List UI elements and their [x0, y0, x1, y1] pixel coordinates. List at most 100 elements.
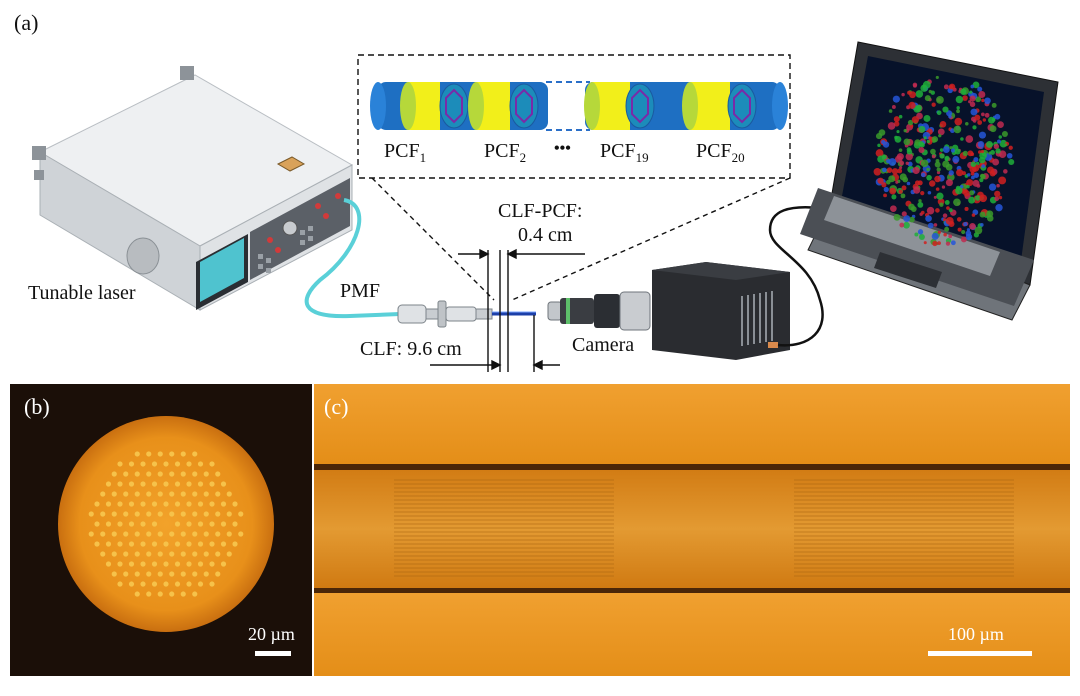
air-hole [140, 561, 146, 567]
air-hole [134, 471, 140, 477]
zoom-lines [371, 177, 791, 301]
air-hole [186, 481, 192, 487]
air-hole [146, 511, 152, 517]
air-hole [146, 551, 152, 557]
air-hole [128, 541, 135, 547]
air-hole [238, 531, 244, 537]
air-hole [134, 571, 140, 577]
clf-length-label: CLF: 9.6 cm [360, 338, 462, 360]
air-hole [134, 551, 140, 557]
air-hole [94, 541, 100, 547]
air-hole [169, 531, 175, 537]
dimension-lines [430, 248, 585, 372]
air-hole [163, 541, 169, 547]
air-hole [232, 541, 238, 547]
air-hole [157, 571, 163, 577]
air-hole [192, 531, 198, 537]
air-hole [146, 491, 152, 497]
air-hole [174, 581, 181, 587]
air-hole [174, 561, 181, 567]
air-hole [151, 561, 158, 567]
air-hole [128, 561, 135, 567]
air-hole [226, 551, 232, 557]
air-hole [192, 451, 198, 457]
air-hole [123, 491, 129, 497]
air-hole [169, 571, 175, 577]
air-hole [134, 591, 140, 597]
air-hole [209, 521, 215, 527]
air-hole [220, 521, 227, 527]
air-hole [226, 511, 232, 517]
air-hole [215, 531, 221, 537]
air-hole-lattice [88, 451, 244, 597]
air-hole [151, 461, 158, 467]
air-hole [100, 551, 106, 557]
air-hole [117, 581, 123, 587]
air-hole [174, 461, 181, 467]
air-hole [203, 531, 209, 537]
air-hole [128, 521, 135, 527]
air-hole [186, 561, 192, 567]
air-hole [117, 541, 123, 547]
tunable-laser-icon [32, 66, 354, 311]
air-hole [128, 501, 135, 507]
air-hole [232, 501, 238, 507]
panel-b-scale-bar [255, 651, 291, 656]
air-hole [192, 511, 198, 517]
panel-c-scale-bar [928, 651, 1032, 656]
air-hole [197, 501, 204, 507]
air-hole [146, 531, 152, 537]
air-hole [151, 501, 158, 507]
air-hole [105, 541, 112, 547]
air-hole [209, 561, 215, 567]
air-hole [140, 541, 146, 547]
pcf-ellipsis: ••• [554, 140, 571, 157]
air-hole [157, 591, 163, 597]
air-hole [111, 491, 117, 497]
air-hole [88, 511, 94, 517]
air-hole [203, 511, 209, 517]
air-hole [146, 471, 152, 477]
air-hole [157, 531, 163, 537]
air-hole [123, 571, 129, 577]
air-hole [180, 491, 186, 497]
fiber-connector-icon [397, 300, 493, 328]
air-hole [186, 501, 192, 507]
air-hole [180, 571, 186, 577]
panel-c-scale-label: 100 µm [948, 624, 1004, 644]
air-hole [197, 561, 204, 567]
air-hole [220, 561, 227, 567]
air-hole [180, 511, 186, 517]
air-hole [151, 541, 158, 547]
air-hole [123, 551, 129, 557]
air-hole [151, 581, 158, 587]
air-hole [192, 591, 198, 597]
panel-c-label: (c) [324, 394, 349, 419]
air-hole [215, 571, 221, 577]
pcf-label-20: PCF20 [696, 140, 745, 165]
air-hole [174, 481, 181, 487]
grating-lines [394, 479, 1014, 577]
air-hole [203, 471, 209, 477]
air-hole [174, 501, 181, 507]
pcf-label-1: PCF1 [384, 140, 427, 165]
pmf-label: PMF [340, 280, 381, 302]
air-hole [197, 581, 204, 587]
air-hole [215, 471, 221, 477]
air-hole [197, 521, 204, 527]
air-hole [100, 511, 106, 517]
air-hole [215, 511, 221, 517]
air-hole [157, 491, 163, 497]
air-hole [169, 511, 175, 517]
air-hole [111, 531, 117, 537]
air-hole [117, 461, 123, 467]
air-hole [140, 461, 146, 467]
air-hole [232, 521, 238, 527]
pcf-chain-illustration [370, 81, 788, 131]
air-hole [192, 491, 198, 497]
air-hole [209, 481, 215, 487]
air-hole [180, 591, 186, 597]
air-hole [117, 521, 123, 527]
panel-b-scale-label: 20 µm [248, 624, 295, 644]
air-hole [88, 531, 94, 537]
